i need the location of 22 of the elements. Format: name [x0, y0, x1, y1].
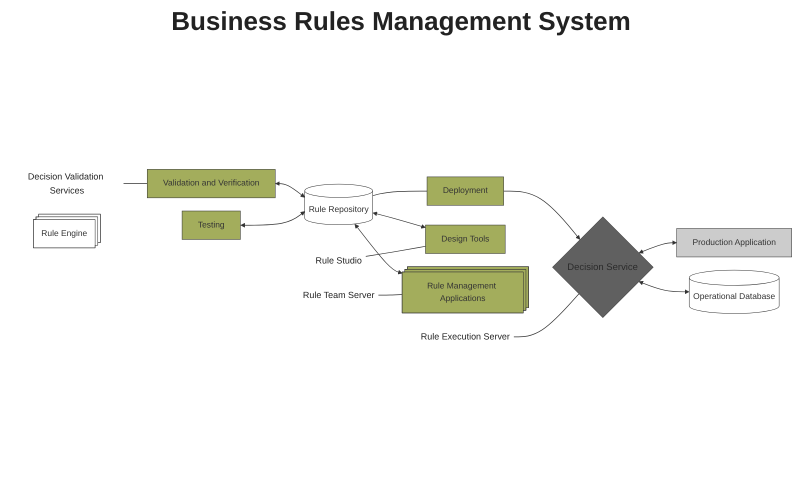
node-box: Production Application	[676, 228, 792, 258]
node-box: Design Tools	[425, 224, 506, 254]
connector	[123, 183, 148, 184]
arrow	[638, 281, 690, 294]
connector	[378, 294, 403, 296]
node-text: Rule Studio	[316, 256, 362, 266]
node-box: Validation and Verification	[147, 169, 276, 198]
node-box: Deployment	[426, 176, 504, 206]
diagram-title: Business Rules Management System	[170, 6, 632, 37]
connector	[372, 190, 428, 196]
arrow	[503, 190, 580, 240]
node-box: Testing	[182, 210, 241, 240]
connector	[365, 246, 426, 257]
arrow	[275, 181, 305, 198]
arrow	[638, 240, 677, 254]
node-text: Decision Validation Services	[28, 172, 104, 196]
arrow	[372, 212, 426, 229]
arrow	[354, 224, 403, 274]
arrow	[240, 211, 305, 228]
node-text: Rule Team Server	[302, 290, 374, 300]
connector	[514, 294, 580, 338]
node-text: Rule Execution Server	[420, 332, 510, 342]
